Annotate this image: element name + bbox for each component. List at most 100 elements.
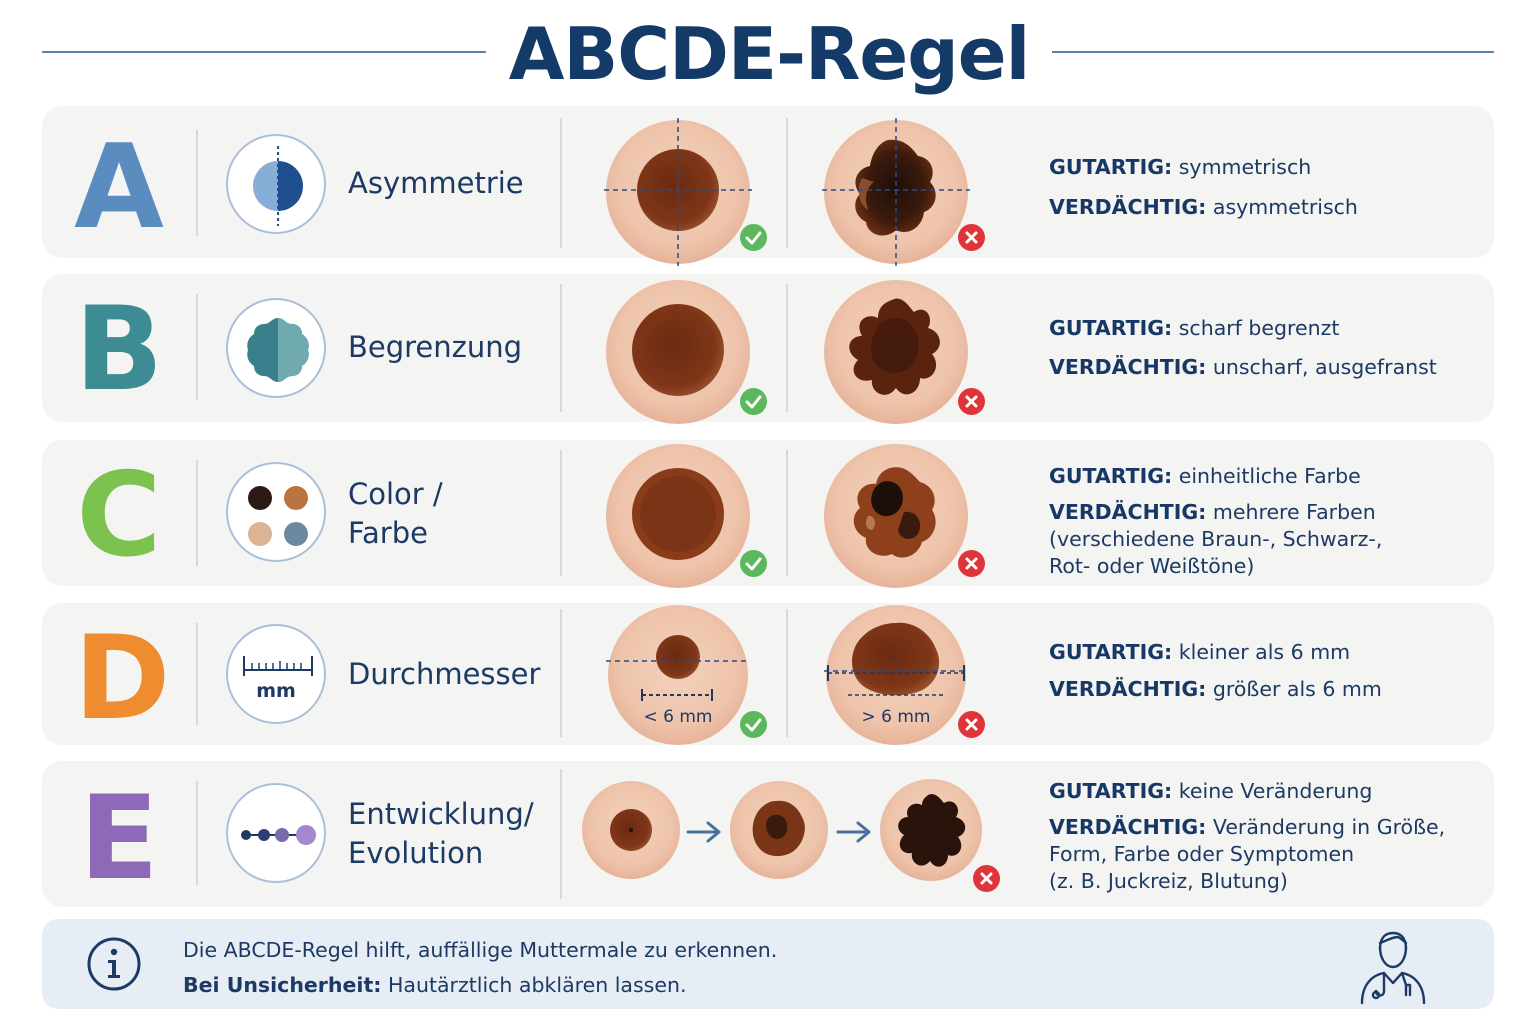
divider (560, 450, 562, 576)
suspicious-text: größer als 6 mm (1206, 677, 1382, 701)
label-line: Color / (348, 477, 443, 511)
title-rule-left (42, 51, 486, 53)
suspicious-cross-icon (958, 224, 985, 251)
row-color: C Color / Farbe GUTARTIG: einheitliche F… (42, 440, 1494, 588)
measure-label: > 6 mm (861, 707, 931, 727)
letter-d: D (74, 611, 171, 746)
suspicious-text-more: Form, Farbe oder Symptomen (1049, 842, 1355, 866)
label-line: Asymmetrie (348, 166, 524, 200)
label-line: Farbe (348, 516, 428, 550)
benign-text: einheitliche Farbe (1172, 464, 1361, 488)
suspicious-cross-icon (958, 550, 985, 577)
benign-key: GUTARTIG: (1049, 779, 1173, 803)
mole-multicolor-image (824, 444, 968, 588)
benign-check-icon (740, 550, 767, 577)
info-line-2: Bei Unsicherheit: Hautärztlich abklären … (183, 968, 777, 1003)
divider (560, 118, 562, 248)
row-description: GUTARTIG: kleiner als 6 mm VERDÄCHTIG: g… (1049, 639, 1382, 703)
page-title: ABCDE-Regel (508, 12, 1031, 96)
wavy-border-icon (226, 298, 326, 398)
letter-c: C (76, 448, 162, 583)
row-label: Durchmesser (348, 655, 540, 694)
suspicious-text: asymmetrisch (1206, 195, 1358, 219)
suspicious-key: VERDÄCHTIG: (1049, 195, 1207, 219)
suspicious-cross-icon (958, 711, 985, 738)
divider (786, 609, 788, 737)
row-label: Color / Farbe (348, 475, 443, 553)
arrow-right-icon (686, 821, 721, 843)
label-line: Durchmesser (348, 657, 541, 691)
benign-key: GUTARTIG: (1049, 316, 1173, 340)
mole-evolution-stage-3-image (880, 779, 982, 881)
title-rule-right (1052, 51, 1494, 53)
letter-b: B (74, 282, 164, 417)
suspicious-text-more: Rot- oder Weißtöne) (1049, 554, 1255, 578)
suspicious-text-more: (z. B. Juckreiz, Blutung) (1049, 869, 1288, 893)
benign-text: symmetrisch (1172, 155, 1312, 179)
divider (196, 781, 198, 885)
suspicious-key: VERDÄCHTIG: (1049, 500, 1207, 524)
mole-symmetric-image (604, 118, 752, 266)
benign-text: kleiner als 6 mm (1172, 640, 1351, 664)
half-circle-icon (226, 134, 326, 234)
label-line: Evolution (348, 836, 484, 870)
row-begrenzung: B Begrenzung GUTARTIG: scharf begrenzt V… (42, 274, 1494, 424)
suspicious-cross-icon (958, 388, 985, 415)
ruler-unit: mm (256, 680, 296, 702)
benign-text: scharf begrenzt (1172, 316, 1340, 340)
info-line-1: Die ABCDE-Regel hilft, auffällige Mutter… (183, 938, 778, 962)
benign-key: GUTARTIG: (1049, 464, 1173, 488)
divider (196, 130, 198, 236)
suspicious-cross-icon (973, 865, 1000, 892)
doctor-icon (1360, 931, 1426, 1005)
divider (786, 118, 788, 248)
benign-check-icon (740, 711, 767, 738)
row-asymmetrie: A Asymmetrie GUTARTIG: symmetrisch VERDÄ… (42, 106, 1494, 266)
suspicious-text: unscharf, ausgefranst (1206, 355, 1437, 379)
info-text: Die ABCDE-Regel hilft, auffällige Mutter… (183, 933, 777, 1003)
divider (560, 769, 562, 899)
evolution-dots-icon (226, 783, 326, 883)
mole-large-diameter-image (824, 605, 968, 745)
divider (196, 623, 198, 725)
divider (560, 609, 562, 737)
mole-sharp-border-image (606, 280, 750, 424)
row-durchmesser: D mm Durchmesser < 6 mm (42, 603, 1494, 745)
letter-e: E (79, 771, 159, 906)
suspicious-key: VERDÄCHTIG: (1049, 677, 1207, 701)
row-label: Entwicklung/ Evolution (348, 795, 534, 873)
info-icon (87, 937, 141, 991)
divider (560, 284, 562, 412)
row-description: GUTARTIG: keine Veränderung VERDÄCHTIG: … (1049, 778, 1445, 895)
row-evolution: E Entwicklung/ Evolution GUTART (42, 761, 1494, 907)
row-label: Begrenzung (348, 328, 522, 367)
row-description: GUTARTIG: einheitliche Farbe VERDÄCHTIG:… (1049, 463, 1382, 580)
suspicious-key: VERDÄCHTIG: (1049, 355, 1207, 379)
mole-ragged-border-image (824, 280, 968, 424)
mole-evolution-stage-1-image (582, 781, 680, 879)
divider (786, 284, 788, 412)
color-dots-icon (226, 462, 326, 562)
arrow-right-icon (836, 821, 871, 843)
benign-key: GUTARTIG: (1049, 155, 1173, 179)
row-label: Asymmetrie (348, 164, 524, 203)
divider (786, 450, 788, 576)
suspicious-text: Veränderung in Größe, (1206, 815, 1446, 839)
title-banner: ABCDE-Regel (0, 0, 1536, 100)
divider (196, 460, 198, 566)
mole-small-diameter-image (606, 605, 750, 745)
benign-check-icon (740, 224, 767, 251)
label-line: Entwicklung/ (348, 797, 534, 831)
divider (196, 294, 198, 400)
info-line-2-text: Hautärztlich abklären lassen. (381, 973, 687, 997)
benign-text: keine Veränderung (1172, 779, 1373, 803)
letter-a: A (74, 120, 164, 255)
ruler-icon: mm (226, 624, 326, 724)
benign-check-icon (740, 388, 767, 415)
suspicious-text: mehrere Farben (1206, 500, 1376, 524)
mole-uniform-color-image (606, 444, 750, 588)
mole-evolution-stage-2-image (730, 781, 828, 879)
suspicious-text-more: (verschiedene Braun-, Schwarz-, (1049, 527, 1383, 551)
suspicious-key: VERDÄCHTIG: (1049, 815, 1207, 839)
info-box: Die ABCDE-Regel hilft, auffällige Mutter… (42, 919, 1494, 1009)
